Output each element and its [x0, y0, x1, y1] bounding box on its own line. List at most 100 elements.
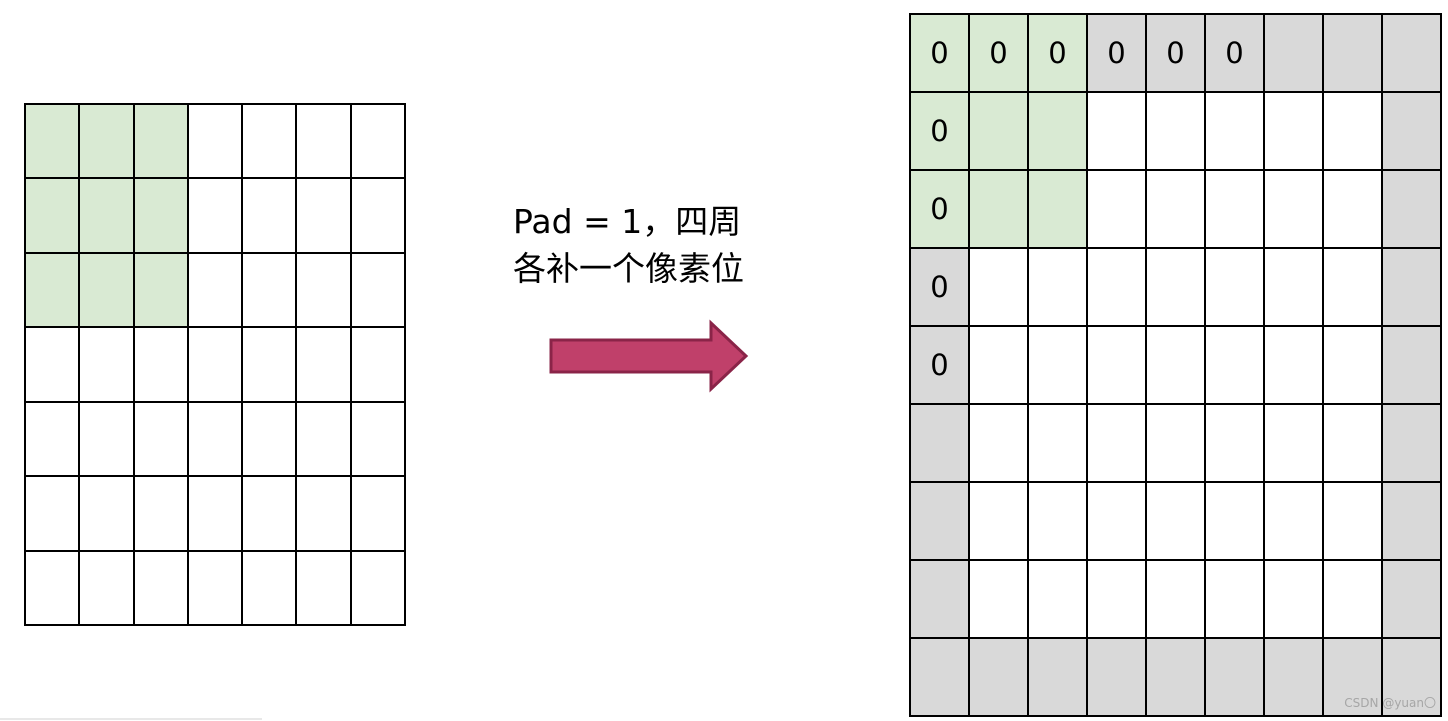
- right-arrow-icon: [549, 319, 749, 393]
- input-cell: [297, 253, 350, 327]
- input-cell: [243, 551, 296, 624]
- input-cell: [1147, 249, 1204, 325]
- padding-cell: 0: [911, 327, 968, 403]
- zero-label: 0: [930, 348, 949, 382]
- kernel-padding-cell: 0: [911, 171, 968, 247]
- padding-cell: [1147, 639, 1204, 715]
- kernel-cell: [80, 253, 133, 327]
- padding-cell: [1265, 15, 1322, 91]
- input-cell: [243, 105, 296, 178]
- padding-cell: [1324, 15, 1381, 91]
- input-cell: [1029, 561, 1086, 637]
- input-cell: [1147, 327, 1204, 403]
- input-cell: [297, 179, 350, 252]
- padding-cell: 0: [1088, 15, 1145, 91]
- input-cell: [351, 551, 404, 624]
- kernel-padding-cell: 0: [1029, 15, 1086, 91]
- padding-cell: 0: [1206, 15, 1263, 91]
- input-cell: [1324, 327, 1381, 403]
- input-feature-map-grid: [24, 103, 406, 626]
- input-cell: [1324, 249, 1381, 325]
- input-cell: [26, 328, 79, 401]
- padding-cell: [1383, 561, 1440, 637]
- input-cell: [1265, 171, 1322, 247]
- padding-cell: [1383, 327, 1440, 403]
- kernel-cell: [80, 105, 133, 178]
- input-cell: [1324, 483, 1381, 559]
- input-cell: [188, 179, 242, 252]
- kernel-cell: [134, 105, 187, 178]
- input-cell: [1088, 327, 1145, 403]
- input-cell: [1147, 171, 1204, 247]
- input-cell: [1147, 93, 1204, 169]
- kernel-cell: [1029, 93, 1086, 169]
- input-cell: [1088, 171, 1145, 247]
- zero-label: 0: [1166, 36, 1185, 70]
- padding-cell: [1029, 639, 1086, 715]
- input-cell: [970, 405, 1027, 481]
- input-cell: [80, 328, 133, 401]
- input-cell: [188, 551, 242, 624]
- zero-label: 0: [1225, 36, 1244, 70]
- input-cell: [297, 551, 350, 624]
- padding-cell: 0: [911, 249, 968, 325]
- input-cell: [134, 477, 187, 550]
- input-cell: [351, 105, 404, 178]
- input-cell: [26, 402, 79, 476]
- input-cell: [1088, 405, 1145, 481]
- input-cell: [1029, 483, 1086, 559]
- padding-cell: [1324, 639, 1381, 715]
- input-cell: [1206, 93, 1263, 169]
- input-cell: [1206, 249, 1263, 325]
- padding-cell: [911, 639, 968, 715]
- input-cell: [351, 253, 404, 327]
- caption-line-1: Pad = 1，四周: [513, 202, 742, 241]
- kernel-cell: [1029, 171, 1086, 247]
- input-cell: [188, 402, 242, 476]
- input-cell: [134, 402, 187, 476]
- input-cell: [970, 327, 1027, 403]
- input-cell: [1324, 93, 1381, 169]
- zero-label: 0: [930, 114, 949, 148]
- input-cell: [1324, 561, 1381, 637]
- input-cell: [1265, 249, 1322, 325]
- input-cell: [188, 105, 242, 178]
- kernel-padding-cell: 0: [970, 15, 1027, 91]
- input-cell: [297, 402, 350, 476]
- input-cell: [297, 328, 350, 401]
- padding-cell: 0: [1147, 15, 1204, 91]
- input-cell: [297, 477, 350, 550]
- input-cell: [243, 179, 296, 252]
- input-cell: [243, 328, 296, 401]
- input-cell: [351, 477, 404, 550]
- kernel-cell: [26, 105, 79, 178]
- zero-label: 0: [930, 36, 949, 70]
- input-cell: [1147, 483, 1204, 559]
- padding-cell: [1383, 405, 1440, 481]
- input-cell: [1324, 171, 1381, 247]
- input-cell: [1147, 405, 1204, 481]
- input-cell: [1265, 405, 1322, 481]
- input-cell: [1088, 93, 1145, 169]
- zero-label: 0: [989, 36, 1008, 70]
- kernel-cell: [26, 179, 79, 252]
- padding-cell: [1383, 249, 1440, 325]
- padding-cell: [911, 483, 968, 559]
- kernel-cell: [970, 171, 1027, 247]
- input-cell: [970, 483, 1027, 559]
- kernel-cell: [134, 253, 187, 327]
- input-cell: [351, 402, 404, 476]
- input-cell: [1088, 561, 1145, 637]
- input-cell: [1088, 249, 1145, 325]
- input-cell: [1206, 405, 1263, 481]
- input-cell: [1029, 405, 1086, 481]
- padding-cell: [1383, 93, 1440, 169]
- input-cell: [1206, 561, 1263, 637]
- input-cell: [1029, 249, 1086, 325]
- kernel-cell: [80, 179, 133, 252]
- zero-label: 0: [930, 192, 949, 226]
- padding-cell: [911, 405, 968, 481]
- padding-caption: Pad = 1，四周 各补一个像素位: [513, 198, 744, 292]
- padding-cell: [1088, 639, 1145, 715]
